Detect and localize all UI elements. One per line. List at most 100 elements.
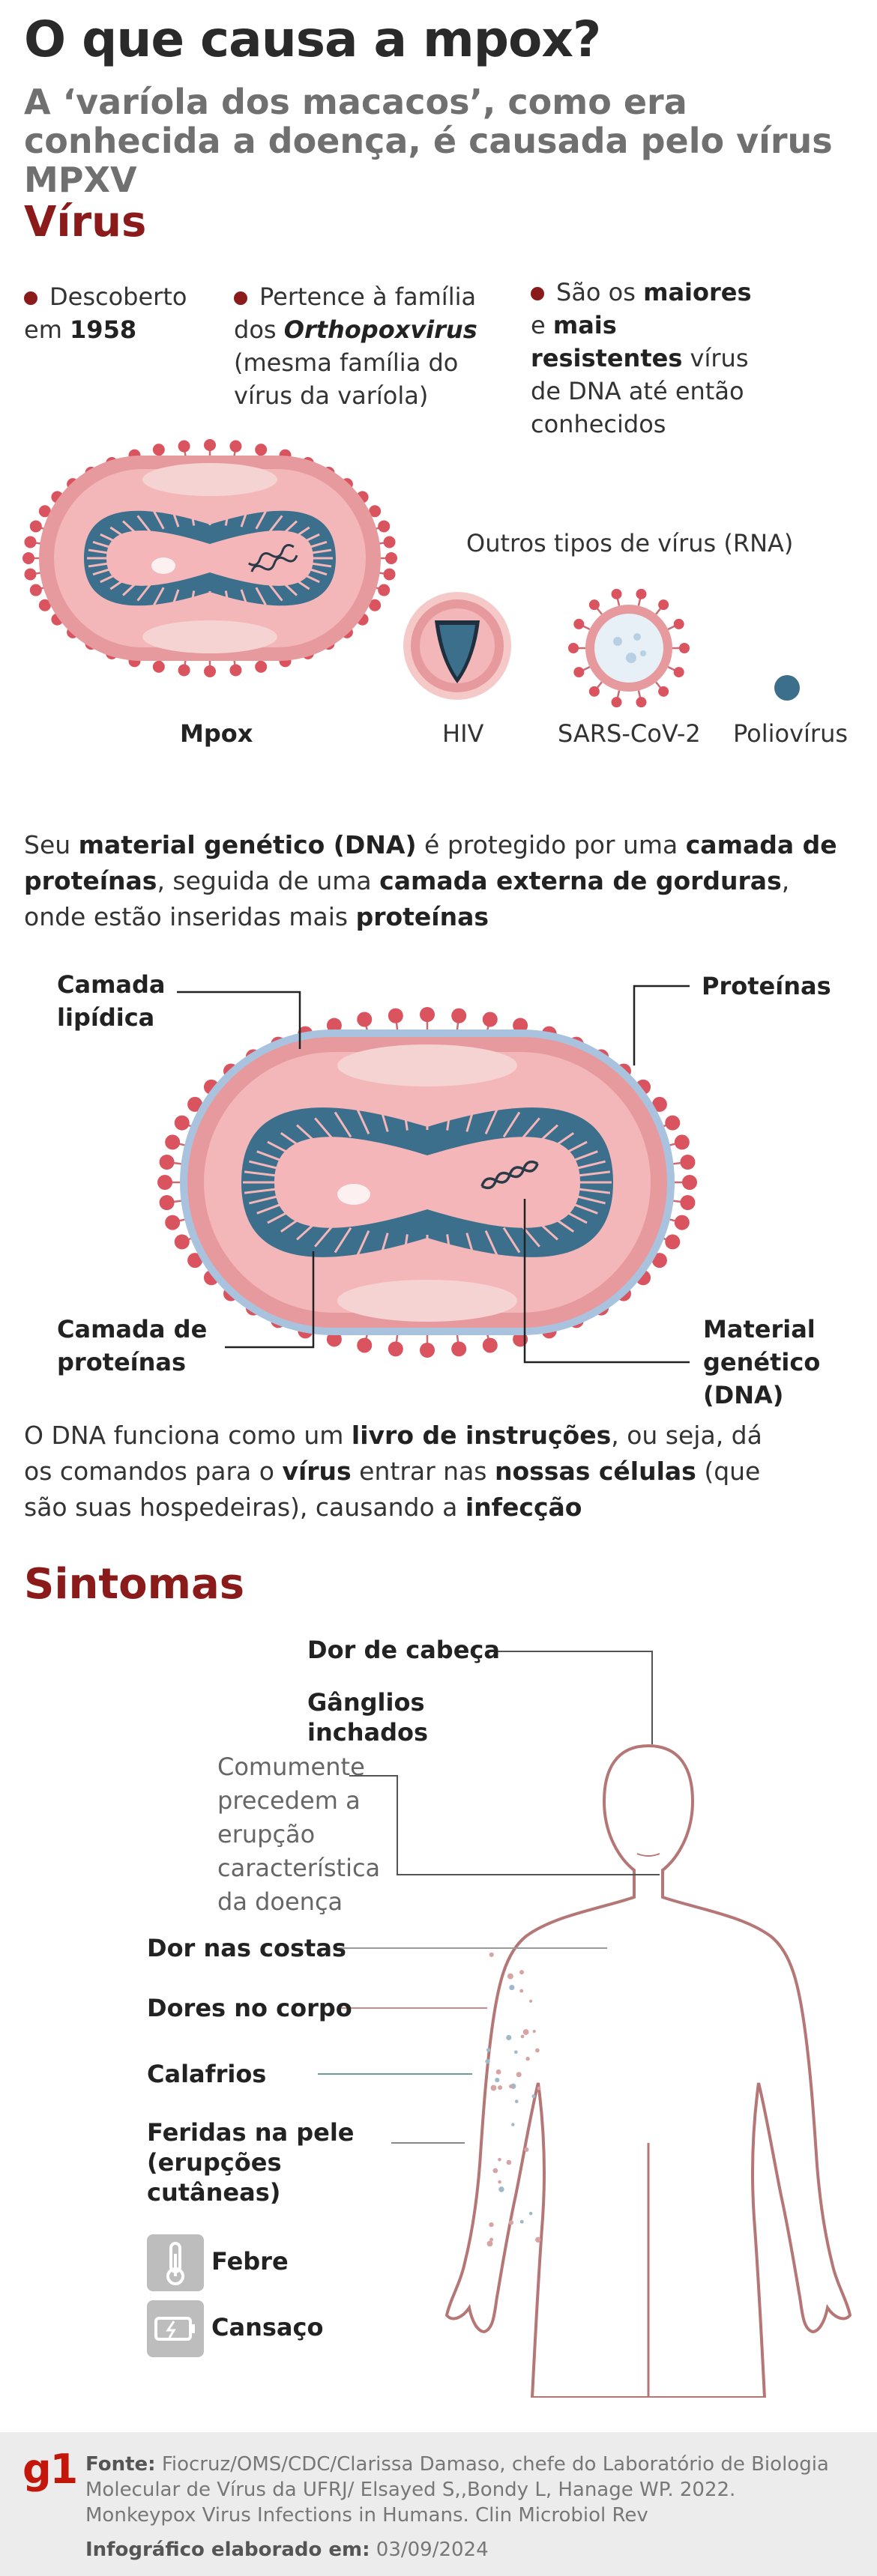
spike-head: [174, 1115, 190, 1131]
structure-outro: O DNA funciona como um livro de instruçõ…: [24, 1421, 762, 1522]
symptom-back-pain: Dor nas costas: [147, 1934, 346, 1962]
spike-head: [357, 1012, 373, 1027]
spike-head: [229, 440, 242, 453]
bullet-dot: [234, 291, 247, 305]
spike-head: [674, 1134, 690, 1150]
spike-head: [24, 536, 37, 548]
highlight: [337, 1184, 370, 1205]
g1-logo: g1: [22, 2446, 78, 2493]
core-stripe: [402, 1234, 409, 1263]
spike-head: [38, 505, 51, 518]
core-stripe: [378, 1233, 389, 1261]
spike-head: [682, 1175, 697, 1190]
dna-helix: [247, 544, 295, 566]
core-stripe: [88, 562, 109, 568]
spike-head: [378, 584, 391, 596]
spike-head: [680, 1195, 696, 1211]
rash-dot: [489, 2237, 494, 2242]
spike-head: [383, 536, 396, 548]
mpox-label: Mpox: [180, 719, 253, 748]
core-stripe: [465, 1233, 477, 1261]
spike-head: [152, 660, 165, 673]
body-outline: [444, 1744, 852, 2398]
human-body-figure: [444, 1744, 852, 2398]
core-stripe: [574, 1160, 606, 1170]
spike-head: [24, 568, 37, 581]
spike-head: [369, 599, 382, 611]
core-stripe: [465, 1104, 477, 1132]
rash-dot: [516, 2072, 522, 2078]
leader-headache: [495, 1651, 653, 1744]
symptom-ganglia: Gânglios inchados: [307, 1688, 429, 1747]
rash-dot: [509, 1984, 515, 1991]
skin-rash-dots: [485, 1952, 541, 2247]
spike-head: [159, 1195, 175, 1211]
core-inner: [274, 1137, 580, 1228]
core-stripe: [334, 1111, 352, 1138]
virus-name-polio: Poliovírus: [733, 719, 849, 748]
symptom-fatigue: Cansaço: [211, 2313, 324, 2341]
spike-head: [157, 1175, 172, 1190]
symptom-chills: Calafrios: [147, 2060, 267, 2088]
rash-dot: [498, 2186, 504, 2192]
bullet-largest: São os maiores e mais resistentes vírus …: [531, 278, 752, 438]
rash-dot: [492, 2168, 498, 2174]
fever-icon-box: [147, 2234, 204, 2291]
rash-dot: [489, 1952, 494, 1957]
rash-dot: [486, 2240, 493, 2247]
rash-dot: [490, 2084, 497, 2091]
spike-head: [385, 552, 397, 564]
rash-dot: [509, 2084, 513, 2089]
rash-dot: [532, 2030, 536, 2034]
spike-head: [651, 1253, 667, 1269]
core-stripe: [240, 507, 250, 527]
spike-head: [588, 686, 600, 697]
hiv-capsid: [439, 625, 475, 677]
spike-head: [383, 568, 396, 581]
rash-dot: [513, 2050, 518, 2055]
core-stripe: [88, 548, 109, 554]
lateral-body: [142, 620, 277, 653]
rash-dot: [498, 2085, 503, 2090]
virus-structure-diagram: [157, 1007, 697, 1358]
core-stripe: [484, 1230, 499, 1258]
bullet-family: Pertence à família dos Orthopoxvirus (me…: [234, 282, 477, 410]
rash-dot: [485, 2058, 490, 2064]
rash-dot: [495, 2069, 501, 2075]
sars-dot: [613, 637, 622, 646]
spike-head: [482, 1012, 498, 1027]
symptom-skin-lesions: Feridas na pele (erupções cutâneas): [147, 2118, 355, 2207]
rash-dot: [520, 2034, 525, 2039]
protein-spikes: [157, 1007, 697, 1358]
sars-dot: [626, 653, 636, 663]
spike-head: [568, 643, 579, 653]
footer-date: Infográfico elaborado em: 03/09/2024: [85, 2539, 489, 2561]
core-stripe: [268, 515, 283, 533]
core-stripe: [224, 590, 231, 611]
rash-dot: [519, 2219, 524, 2224]
label-protein-layer: Camada de proteínas: [57, 1315, 208, 1376]
structure-leader-lines: [177, 985, 690, 1364]
spike-head: [326, 1018, 342, 1033]
spike-head: [573, 667, 585, 678]
bullet-dot: [24, 291, 37, 305]
core-stripe: [579, 1170, 611, 1177]
spike-head: [665, 1115, 681, 1131]
spike-head: [420, 1343, 435, 1358]
virus-name-hiv: HIV: [442, 719, 484, 748]
lateral-body: [142, 463, 277, 496]
sars-cov-2-illustration: [568, 588, 690, 708]
core-stripe: [502, 1227, 521, 1254]
core-stripe: [153, 587, 165, 606]
spike-head: [326, 1331, 342, 1347]
virus-name-sars: SARS-CoV-2: [558, 719, 701, 748]
core-stripe: [240, 589, 250, 609]
spike-head: [611, 588, 622, 599]
spike-head: [658, 686, 669, 697]
spike-head: [165, 1134, 181, 1150]
spike-head: [588, 599, 600, 611]
rash-dot: [495, 2077, 500, 2083]
spike-head: [636, 588, 647, 599]
rash-dot: [486, 2048, 491, 2052]
page-title: O que causa a mpox?: [24, 10, 601, 68]
